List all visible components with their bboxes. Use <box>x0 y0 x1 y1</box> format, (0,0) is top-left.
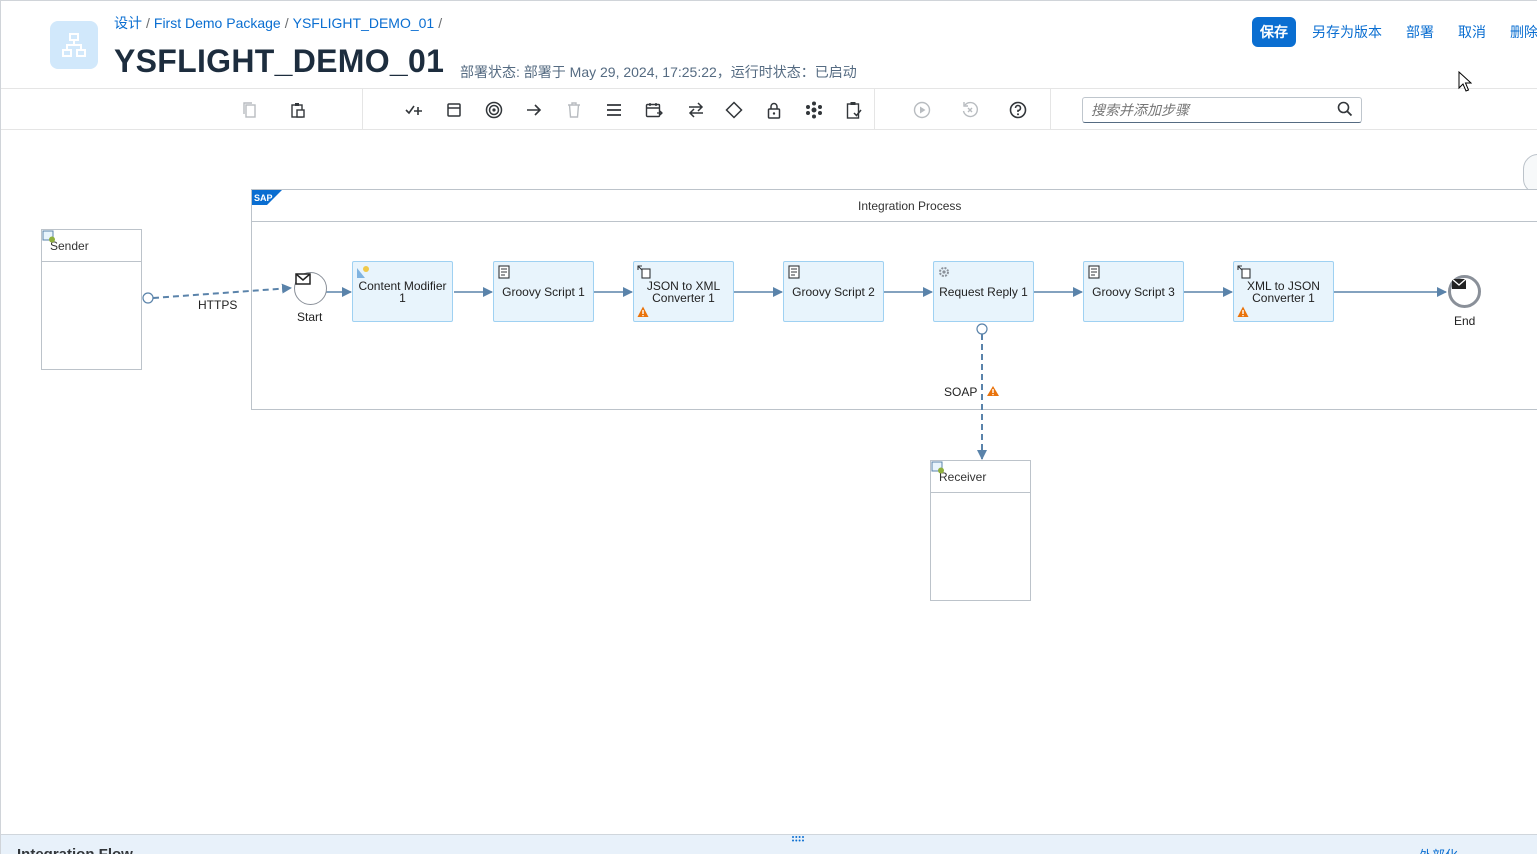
message-transformers-icon[interactable] <box>684 98 708 122</box>
palette-toolbar <box>1 89 1537 130</box>
end-event-label: End <box>1454 314 1476 328</box>
breadcrumb-separator: / <box>438 15 443 31</box>
step-json-to-xml-converter-1[interactable]: JSON to XML Converter 1 <box>633 261 734 322</box>
step-label: Content Modifier 1 <box>358 278 447 305</box>
connectors-layer <box>142 283 1447 460</box>
warning-icon <box>987 386 999 396</box>
envelope-filled-icon <box>1451 278 1467 289</box>
step-groovy-script-2[interactable]: Groovy Script 2 <box>783 261 884 322</box>
converter-icon <box>1237 265 1251 279</box>
paste-icon[interactable] <box>286 98 310 122</box>
page-title: YSFLIGHT_DEMO_01 <box>114 43 445 79</box>
sender-label: Sender <box>50 238 89 253</box>
properties-panel-title: Integration Flow <box>17 846 133 854</box>
sender-participant[interactable]: Sender <box>41 229 142 370</box>
message-flow-https[interactable] <box>142 283 292 304</box>
toolbar-separator <box>362 89 363 129</box>
script-icon <box>1088 265 1100 279</box>
step-label: XML to JSON Converter 1 <box>1247 278 1320 305</box>
toolbar-separator <box>874 89 875 129</box>
receiver-participant[interactable]: Receiver <box>930 460 1031 601</box>
step-label: Groovy Script 1 <box>502 284 585 299</box>
end-event[interactable] <box>1448 275 1481 308</box>
properties-panel: Integration Flow 外部化 <box>1 834 1537 854</box>
process-title: Integration Process <box>858 199 962 213</box>
step-label: Groovy Script 2 <box>792 284 875 299</box>
search-icon[interactable] <box>1337 101 1355 119</box>
sap-logo: SAP <box>252 190 282 205</box>
integration-flow-icon <box>50 21 98 69</box>
delete-button[interactable]: 删除 <box>1510 24 1537 40</box>
externalize-link[interactable]: 外部化 <box>1419 845 1458 854</box>
header-actions: 保存 另存为版本 部署 取消 删除 <box>1252 17 1537 47</box>
sap-logo-text: SAP <box>254 193 273 203</box>
step-groovy-script-3[interactable]: Groovy Script 3 <box>1083 261 1184 322</box>
step-request-reply-1[interactable]: Request Reply 1 <box>933 261 1034 322</box>
simulation-clear-icon[interactable] <box>958 98 982 122</box>
menu-icon[interactable] <box>602 98 626 122</box>
resize-grip-icon[interactable] <box>791 835 805 843</box>
breadcrumb-item-iflow[interactable]: YSFLIGHT_DEMO_01 <box>292 15 435 31</box>
validator-icon[interactable] <box>842 98 866 122</box>
call-icon[interactable] <box>642 98 666 122</box>
breadcrumb-separator: / <box>146 15 150 31</box>
soap-channel-label[interactable]: SOAP <box>944 385 978 399</box>
converter-icon <box>637 265 651 279</box>
events-icon[interactable] <box>482 98 506 122</box>
deploy-status: 部署状态: 部署于 May 29, 2024, 17:25:22，运行时状态：已… <box>460 64 857 80</box>
diagram-canvas[interactable]: Sender SAP Integration Process Receiver <box>1 130 1537 834</box>
receiver-label: Receiver <box>939 469 987 484</box>
routing-icon[interactable] <box>722 98 746 122</box>
start-event-label: Start <box>297 310 323 324</box>
step-label: JSON to XML Converter 1 <box>646 278 721 305</box>
persistence-icon[interactable] <box>802 98 826 122</box>
breadcrumb-item-package[interactable]: First Demo Package <box>153 15 281 31</box>
mouse-cursor <box>1458 71 1472 92</box>
save-as-version-button[interactable]: 另存为版本 <box>1312 24 1382 40</box>
warning-icon <box>1237 306 1249 317</box>
deploy-button[interactable]: 部署 <box>1406 24 1434 40</box>
step-content-modifier-1[interactable]: Content Modifier 1 <box>352 261 453 322</box>
content-modifier-icon <box>357 266 369 278</box>
gear-icon <box>939 267 949 277</box>
https-channel-label[interactable]: HTTPS <box>198 298 238 312</box>
page-header: 设计/First Demo Package/YSFLIGHT_DEMO_01/ … <box>1 1 1537 89</box>
script-icon <box>788 265 800 279</box>
participants-icon[interactable] <box>402 98 426 122</box>
connector-icon[interactable] <box>522 98 546 122</box>
start-event[interactable] <box>294 272 327 305</box>
envelope-icon <box>295 273 311 285</box>
security-icon[interactable] <box>762 98 786 122</box>
delete-icon[interactable] <box>562 98 586 122</box>
participant-icon <box>931 461 944 474</box>
step-xml-to-json-converter-1[interactable]: XML to JSON Converter 1 <box>1233 261 1334 322</box>
script-icon <box>498 265 510 279</box>
receiver-header: Receiver <box>931 461 1030 493</box>
help-icon[interactable] <box>1006 98 1030 122</box>
breadcrumb-separator: / <box>284 15 289 31</box>
breadcrumb: 设计/First Demo Package/YSFLIGHT_DEMO_01/ <box>114 13 446 33</box>
message-flow-soap[interactable] <box>976 323 988 460</box>
step-label: Request Reply 1 <box>939 284 1028 299</box>
sender-header: Sender <box>42 230 141 262</box>
copy-icon[interactable] <box>238 98 262 122</box>
search-steps-input[interactable] <box>1082 97 1362 123</box>
save-button[interactable]: 保存 <box>1252 17 1296 47</box>
participant-icon <box>42 230 55 243</box>
cancel-button[interactable]: 取消 <box>1458 24 1486 40</box>
step-groovy-script-1[interactable]: Groovy Script 1 <box>493 261 594 322</box>
pool-header: SAP Integration Process <box>252 190 1537 222</box>
breadcrumb-item-design[interactable]: 设计 <box>114 15 142 31</box>
process-icon[interactable] <box>442 98 466 122</box>
simulation-start-icon[interactable] <box>910 98 934 122</box>
warning-icon <box>637 306 649 317</box>
toolbar-separator <box>1050 89 1051 129</box>
step-label: Groovy Script 3 <box>1092 284 1175 299</box>
